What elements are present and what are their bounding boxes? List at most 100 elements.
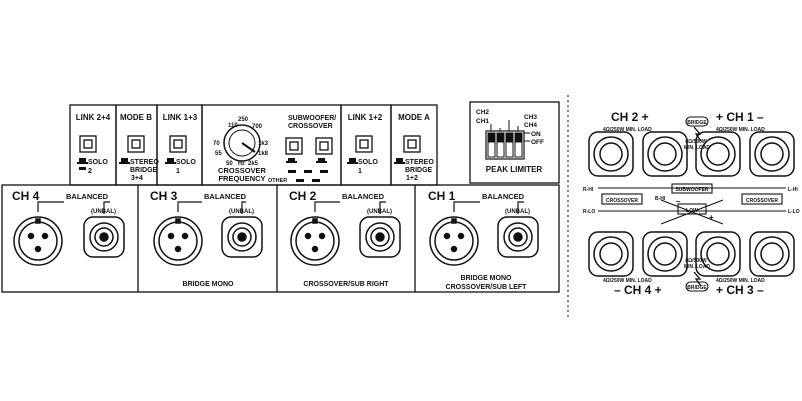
tick-55: 55 [215, 151, 222, 157]
low-minus: – [676, 197, 681, 206]
switch-indicators [77, 158, 405, 182]
input-connectors [13, 216, 539, 266]
link-2-4-switch[interactable] [79, 135, 97, 153]
link-2-4-two: 2 [88, 168, 92, 175]
link-1-2-switch[interactable] [355, 135, 373, 153]
ch3-balanced: BALANCED [204, 192, 247, 201]
bridge-load-bottom-2: MIN. LOAD [684, 264, 710, 270]
mode-a-stereo: STEREO [405, 159, 434, 166]
min-load-bottom-left: 4Ω/250W MIN. LOAD [603, 278, 652, 284]
speakon-ch2-a[interactable] [588, 131, 634, 177]
crossover-title-1: CROSSOVER [218, 166, 267, 175]
ch3-label: CH 3 [150, 189, 178, 203]
mode-a-switch[interactable] [403, 135, 421, 153]
speakon-ch2-b[interactable] [642, 131, 688, 177]
mode-b-stereo: STEREO [130, 159, 159, 166]
ch4-label: CH 4 [12, 189, 40, 203]
ch1-label: CH 1 [428, 189, 456, 203]
link-1-2-one: 1 [358, 168, 362, 175]
tick-1k3: 1k3 [258, 141, 269, 147]
subwoofer-title-2: CROSSOVER [288, 123, 333, 130]
xlr-ch2[interactable] [290, 216, 340, 266]
jack-ch1[interactable] [497, 216, 539, 258]
tick-1k8: 1k8 [258, 151, 269, 157]
low-label: LOW [686, 208, 698, 214]
ch1-balanced: BALANCED [482, 192, 525, 201]
speakon-ch4-b[interactable] [642, 231, 688, 277]
b-hi-label: B-HI [655, 196, 666, 202]
ch4-balanced: BALANCED [66, 192, 109, 201]
limiter-ch1: CH1 [476, 118, 489, 125]
min-load-top-left: 4Ω/250W MIN. LOAD [603, 127, 652, 133]
ch1-note-2: CROSSOVER/SUB LEFT [446, 284, 528, 291]
mode-b-label: MODE B [120, 113, 152, 122]
out-ch1-label: + CH 1 – [716, 110, 764, 124]
xlr-ch3[interactable] [153, 216, 203, 266]
tick-50: 50 [226, 161, 233, 167]
low-plus: + [709, 213, 714, 222]
min-load-top-right: 4Ω/250W MIN. LOAD [716, 127, 765, 133]
limiter-title: PEAK LIMITER [486, 165, 543, 174]
mode-switches [79, 135, 421, 155]
speakon-ch1-a[interactable] [695, 131, 741, 177]
ch2-unbal: (UNBAL) [367, 209, 392, 215]
link-1-3-switch[interactable] [169, 135, 187, 153]
tick-hz: Hz [238, 161, 245, 167]
speakon-ch4-a[interactable] [588, 231, 634, 277]
jack-ch4[interactable] [83, 216, 125, 258]
bridge-top-label: BRIDGE [687, 120, 707, 126]
bridge-load-top-1: 8Ω/500W [685, 139, 707, 145]
ch3-unbal: (UNBAL) [229, 209, 254, 215]
subwoofer-other: OTHER [268, 178, 287, 184]
l-lo-label: L-LO [788, 209, 800, 215]
subwoofer-out-label: SUBWOOFER [675, 187, 708, 193]
link-2-4-solo: SOLO [88, 159, 108, 166]
link-1-2-solo: SOLO [358, 159, 378, 166]
mode-a-label: MODE A [398, 113, 430, 122]
limiter-ch4: CH4 [524, 122, 537, 129]
subwoofer-switch-2[interactable] [315, 137, 333, 155]
mode-a-1-2: 1+2 [406, 175, 418, 182]
xlr-ch1[interactable] [429, 216, 479, 266]
subwoofer-title-1: SUBWOOFER/ [288, 115, 336, 122]
balanced-brackets [37, 201, 524, 214]
limiter-off: OFF [531, 139, 544, 146]
jack-ch2[interactable] [359, 216, 401, 258]
bridge-bottom-label: BRIDGE [687, 285, 707, 291]
ch4-unbal: (UNBAL) [91, 209, 116, 215]
output-wiring [598, 116, 786, 292]
dip-switch-block[interactable] [487, 132, 523, 158]
link-1-3-solo: SOLO [176, 159, 196, 166]
subwoofer-switch-1[interactable] [285, 137, 303, 155]
labels: LINK 2+4 MODE B LINK 1+3 LINK 1+2 MODE A… [12, 109, 800, 297]
output-connectors [588, 131, 795, 277]
jack-ch3[interactable] [221, 216, 263, 258]
tick-250: 250 [238, 117, 249, 123]
speakon-ch3-b[interactable] [749, 231, 795, 277]
bridge-load-top-2: MIN. LOAD [684, 145, 710, 151]
bridge-load-bottom-1: 8Ω/500W [685, 258, 707, 264]
crossover-frequency-knob[interactable] [223, 124, 261, 162]
link-2-4-label: LINK 2+4 [76, 113, 111, 122]
tick-2k5: 2k5 [248, 161, 259, 167]
mode-a-bridge: BRIDGE [405, 167, 433, 174]
out-ch4-label: – CH 4 + [614, 283, 662, 297]
peak-limiter [469, 101, 560, 184]
mode-b-switch[interactable] [127, 135, 145, 153]
crossover-left-label: CROSSOVER [606, 198, 638, 204]
l-hi-label: L-HI [788, 187, 798, 193]
bridge-mono-note: BRIDGE MONO [183, 281, 235, 288]
tick-700: 700 [252, 124, 263, 130]
speakon-ch3-a[interactable] [695, 231, 741, 277]
link-1-2-label: LINK 1+2 [348, 113, 383, 122]
tick-70: 70 [213, 141, 220, 147]
speakon-ch1-b[interactable] [749, 131, 795, 177]
crossover-title-2: FREQUENCY [218, 174, 265, 183]
tick-110: 110 [228, 123, 238, 129]
ch2-balanced: BALANCED [342, 192, 385, 201]
out-ch2-label: CH 2 + [611, 110, 649, 124]
crossover-right-label: CROSSOVER [746, 198, 778, 204]
xlr-ch4[interactable] [13, 216, 63, 266]
link-1-3-one: 1 [176, 168, 180, 175]
